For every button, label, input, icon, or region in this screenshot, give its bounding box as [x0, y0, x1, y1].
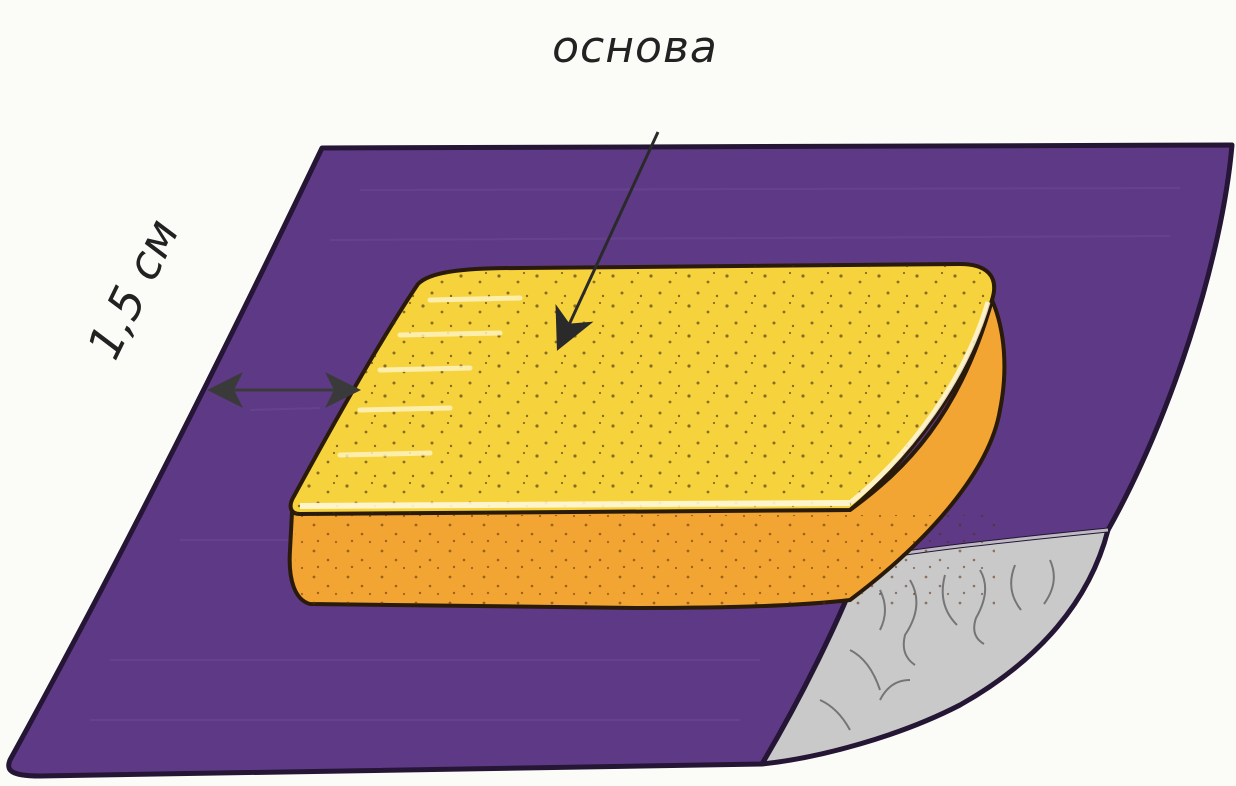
base-label: основа [520, 22, 750, 73]
